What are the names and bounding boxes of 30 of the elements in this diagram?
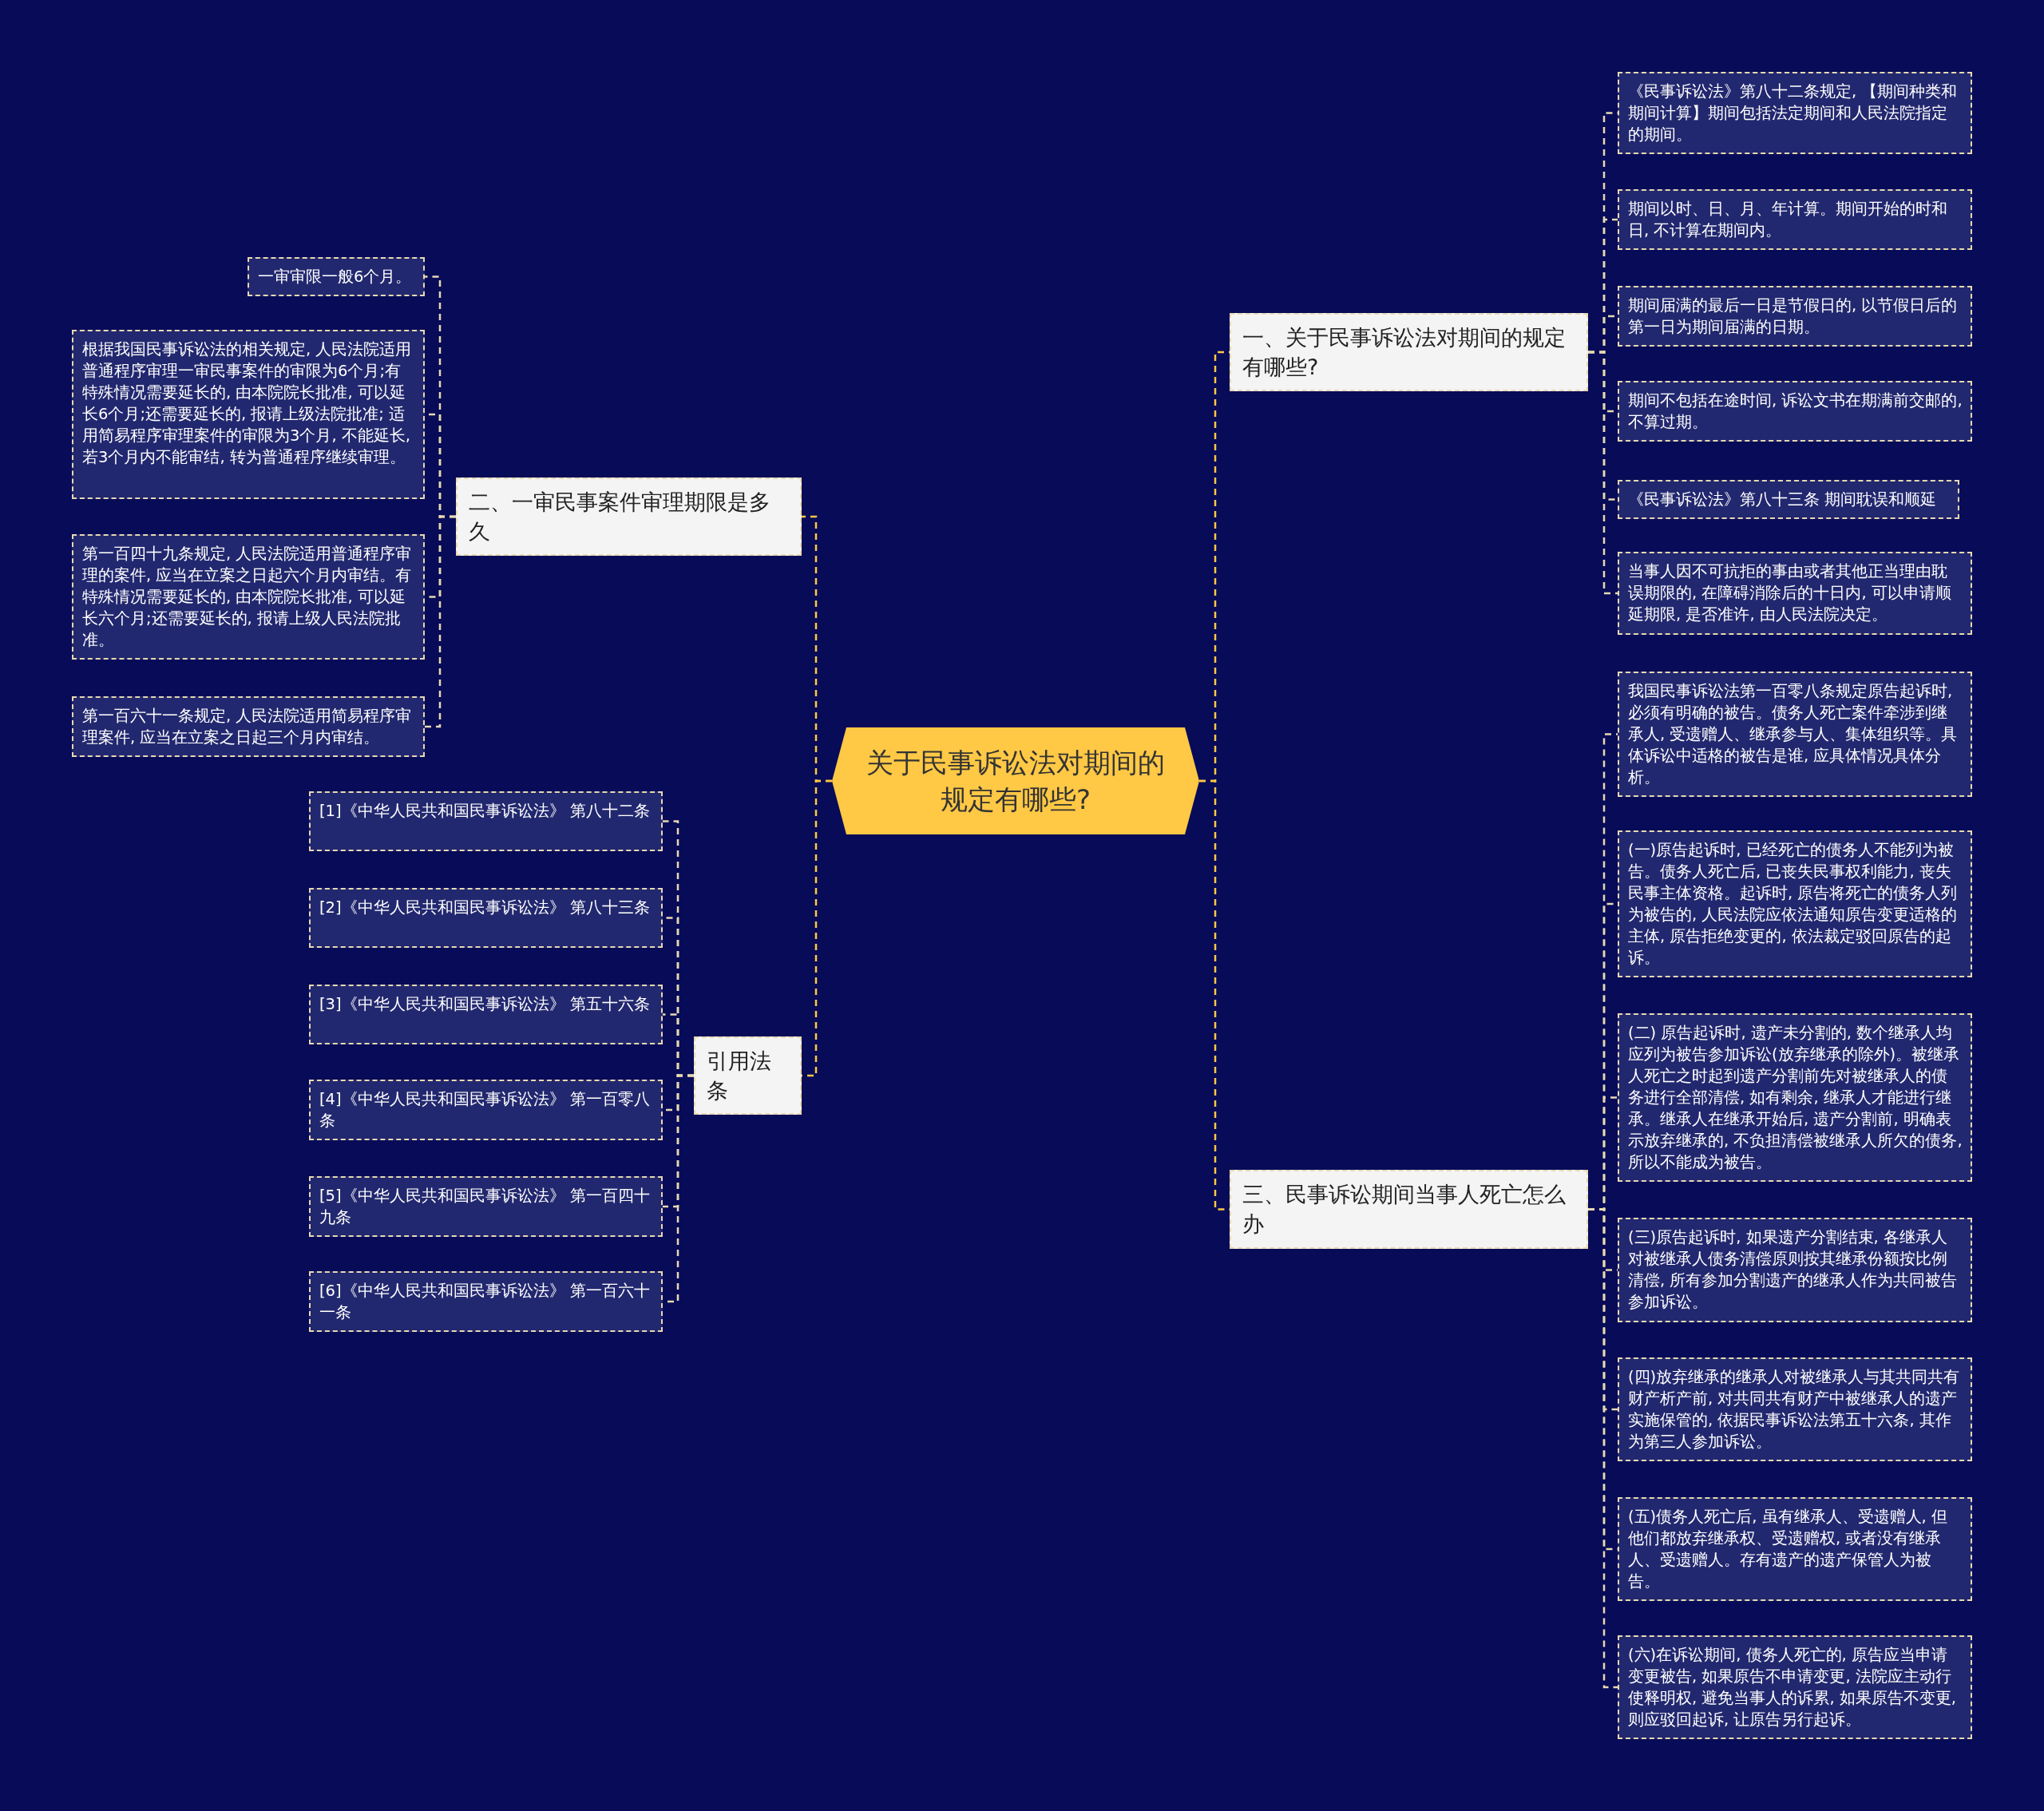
note-box: (六)在诉讼期间, 债务人死亡的, 原告应当申请变更被告, 如果原告不申请变更, 法院应主动行使释明权, 避免当事人的诉累, 如果原告不变更, 则应驳回起诉, 让原告另行起诉。 [1618, 1635, 1972, 1739]
note-box: (一)原告起诉时, 已经死亡的债务人不能列为被告。债务人死亡后, 已丧失民事权利能力, 丧失民事主体资格。起诉时, 原告将死亡的债务人列为被告的, 人民法院应依法通知原告变更适格的主体, 原告拒绝变更的, 依法裁定驳回原告的起诉。 [1618, 830, 1972, 977]
topic-box: 引用法条 [694, 1036, 802, 1115]
note-box: [3]《中华人民共和国民事诉讼法》 第五十六条 [309, 985, 663, 1044]
note-box: 第一百六十一条规定, 人民法院适用简易程序审理案件, 应当在立案之日起三个月内审结。 [72, 696, 425, 757]
note-box: [1]《中华人民共和国民事诉讼法》 第八十二条 [309, 791, 663, 851]
note-box: [4]《中华人民共和国民事诉讼法》 第一百零八条 [309, 1080, 663, 1140]
connector-line [425, 515, 456, 728]
note-box: (五)债务人死亡后, 虽有继承人、受遗赠人, 但他们都放弃继承权、受遗赠权, 或者没有继承人、受遗赠人。存有遗产的遗产保管人为被告。 [1618, 1497, 1972, 1601]
note-box: 《民事诉讼法》第八十三条 期间耽误和顺延 [1618, 480, 1959, 519]
central-topic-hexagon: 关于民事诉讼法对期间的规定有哪些? [832, 727, 1199, 834]
note-box: 当事人因不可抗拒的事由或者其他正当理由耽误期限的, 在障碍消除后的十日内, 可以申请顺延期限, 是否准许, 由人民法院决定。 [1618, 552, 1972, 635]
connector-line [1588, 351, 1618, 595]
note-box: 期间届满的最后一日是节假日的, 以节假日后的第一日为期间届满的日期。 [1618, 286, 1972, 347]
note-box: [6]《中华人民共和国民事诉讼法》 第一百六十一条 [309, 1271, 663, 1332]
note-box: 期间不包括在途时间, 诉讼文书在期满前交邮的, 不算过期。 [1618, 381, 1972, 442]
note-box: 一审审限一般6个月。 [248, 257, 425, 296]
topic-box: 三、民事诉讼期间当事人死亡怎么办 [1230, 1170, 1588, 1249]
note-box: 根据我国民事诉讼法的相关规定, 人民法院适用普通程序审理一审民事案件的审限为6个月;有特殊情况需要延长的, 由本院院长批准, 可以延长6个月;还需要延长的, 报请上级法院批准; 适用简易程序审理案件的审限为3个月, 不能延长, 若3个月内不能审结, 转为普通程序继续审理。 [72, 330, 425, 499]
topic-box: 一、关于民事诉讼法对期间的规定有哪些? [1230, 313, 1588, 391]
note-box: (四)放弃继承的继承人对被继承人与其共同共有财产析产前, 对共同共有财产中被继承人的遗产实施保管的, 依据民事诉讼法第五十六条, 其作为第三人参加诉讼。 [1618, 1357, 1972, 1461]
note-box: (二) 原告起诉时, 遗产未分割的, 数个继承人均应列为被告参加诉讼(放弃继承的除外)。被继承人死亡之时起到遗产分割前先对被继承人的债务进行全部清偿, 如有剩余, 继承人才能进行继承。继承人在继承开始后, 遗产分割前, 明确表示放弃继承的, 不负担清偿被继承人所欠的债务, 所以不能成为被告。 [1618, 1013, 1972, 1182]
note-box: [5]《中华人民共和国民事诉讼法》 第一百四十九条 [309, 1176, 663, 1237]
note-box: [2]《中华人民共和国民事诉讼法》 第八十三条 [309, 888, 663, 948]
topic-box: 二、一审民事案件审理期限是多久 [456, 478, 802, 556]
note-box: 第一百四十九条规定, 人民法院适用普通程序审理的案件, 应当在立案之日起六个月内审结。有特殊情况需要延长的, 由本院院长批准, 可以延长六个月;还需要延长的, 报请上级人民法院批准。 [72, 534, 425, 660]
note-box: 期间以时、日、月、年计算。期间开始的时和日, 不计算在期间内。 [1618, 189, 1972, 250]
note-box: (三)原告起诉时, 如果遗产分割结束, 各继承人对被继承人债务清偿原则按其继承份额按比例清偿, 所有参加分割遗产的继承人作为共同被告参加诉讼。 [1618, 1218, 1972, 1322]
note-box: 《民事诉讼法》第八十二条规定, 【期间种类和期间计算】期间包括法定期间和人民法院指定的期间。 [1618, 72, 1972, 154]
note-box: 我国民事诉讼法第一百零八条规定原告起诉时, 必须有明确的被告。债务人死亡案件牵涉到继承人, 受遗赠人、继承参与人、集体组织等。具体诉讼中适格的被告是谁, 应具体情况具体分析。 [1618, 672, 1972, 797]
